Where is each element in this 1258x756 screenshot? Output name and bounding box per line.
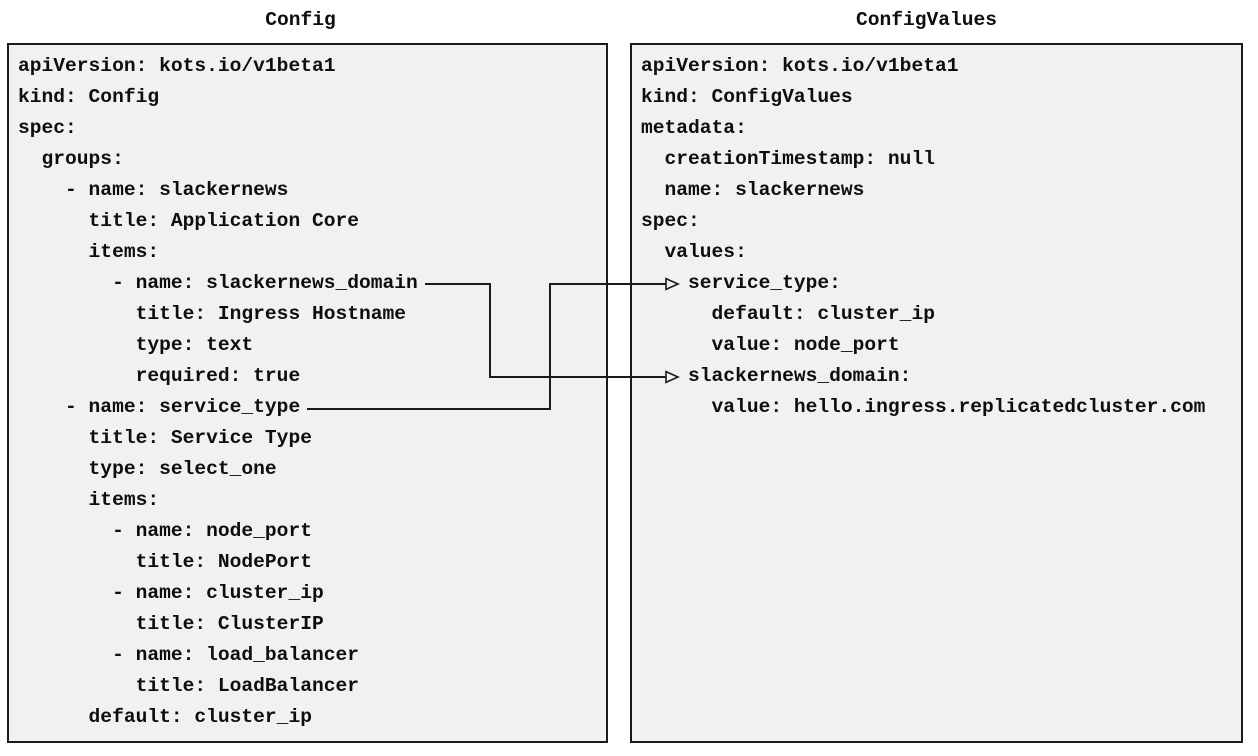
configvalues-panel-title: ConfigValues bbox=[855, 9, 998, 31]
config-panel: apiVersion: kots.io/v1beta1 kind: Config… bbox=[7, 43, 608, 743]
config-yaml-code: apiVersion: kots.io/v1beta1 kind: Config… bbox=[18, 55, 418, 728]
configvalues-panel: apiVersion: kots.io/v1beta1 kind: Config… bbox=[630, 43, 1243, 743]
configvalues-yaml-code: apiVersion: kots.io/v1beta1 kind: Config… bbox=[641, 55, 1206, 418]
config-panel-title: Config bbox=[265, 9, 336, 31]
